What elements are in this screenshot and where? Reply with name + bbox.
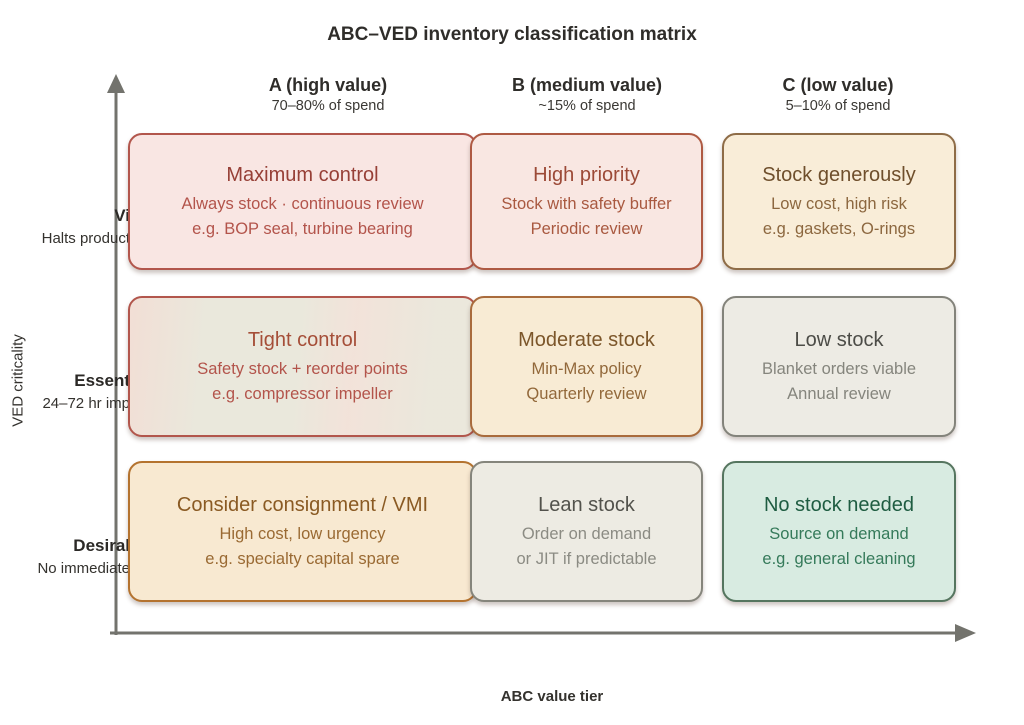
cell-title: Lean stock bbox=[538, 494, 635, 516]
y-axis-arrow-icon bbox=[107, 74, 125, 93]
cell-line: Quarterly review bbox=[526, 385, 647, 403]
cell-title: No stock needed bbox=[763, 494, 915, 516]
cell-line: Min-Max policy bbox=[531, 360, 642, 378]
cell-title: Low stock bbox=[794, 329, 884, 351]
matrix-cell-b-desirable: Lean stock Order on demand or JIT if pre… bbox=[470, 461, 703, 602]
row-label-vital: Vi Halts product bbox=[0, 204, 130, 250]
row-sublabel: 24–72 hr imp bbox=[42, 395, 130, 412]
column-sublabel: 70–80% of spend bbox=[271, 98, 385, 114]
cell-line: e.g. BOP seal, turbine bearing bbox=[192, 220, 413, 238]
matrix-cell-a-vital: Maximum control Always stock · continuou… bbox=[128, 133, 477, 270]
column-header-b: B (medium value) ~15% of spend bbox=[437, 74, 737, 116]
cell-title: Moderate stock bbox=[518, 329, 655, 351]
x-axis-arrow-icon bbox=[955, 624, 976, 642]
cell-title: Stock generously bbox=[762, 164, 916, 186]
row-label-desirable: Desiral No immediate bbox=[0, 534, 130, 580]
cell-title: High priority bbox=[533, 164, 640, 186]
matrix-cell-b-vital: High priority Stock with safety buffer P… bbox=[470, 133, 703, 270]
column-header-c: C (low value) 5–10% of spend bbox=[688, 74, 988, 116]
matrix-cell-b-essential: Moderate stock Min-Max policy Quarterly … bbox=[470, 296, 703, 437]
cell-line: Annual review bbox=[787, 385, 891, 403]
cell-title: Maximum control bbox=[226, 164, 379, 186]
row-sublabel: Halts product bbox=[41, 230, 130, 247]
cell-line: Order on demand bbox=[521, 525, 652, 543]
cell-line: Stock with safety buffer bbox=[501, 195, 672, 213]
matrix-cell-c-vital: Stock generously Low cost, high risk e.g… bbox=[722, 133, 956, 270]
cell-line: Blanket orders viable bbox=[761, 360, 917, 378]
row-name: Vi bbox=[114, 206, 130, 225]
row-label-essential: Essent 24–72 hr imp bbox=[0, 369, 130, 415]
matrix-cell-c-essential: Low stock Blanket orders viable Annual r… bbox=[722, 296, 956, 437]
cell-line: Source on demand bbox=[769, 525, 909, 543]
column-sublabel: 5–10% of spend bbox=[785, 98, 891, 114]
y-axis-label: VED criticality bbox=[9, 334, 27, 427]
column-label: B (medium value) bbox=[511, 75, 663, 95]
cell-line: Always stock · continuous review bbox=[181, 195, 424, 213]
row-name: Essent bbox=[74, 371, 130, 390]
row-name: Desiral bbox=[73, 536, 130, 555]
column-label: A (high value) bbox=[268, 75, 388, 95]
cell-line: Low cost, high risk bbox=[771, 195, 907, 213]
cell-line: High cost, low urgency bbox=[219, 525, 386, 543]
x-axis-label: ABC value tier bbox=[500, 688, 604, 705]
cell-title: Tight control bbox=[247, 329, 358, 351]
column-header-a: A (high value) 70–80% of spend bbox=[178, 74, 478, 116]
cell-line: or JIT if predictable bbox=[516, 550, 657, 568]
cell-line: e.g. general cleaning bbox=[762, 550, 916, 568]
matrix-cell-a-essential: Tight control Safety stock + reorder poi… bbox=[128, 296, 477, 437]
matrix-cell-c-desirable: No stock needed Source on demand e.g. ge… bbox=[722, 461, 956, 602]
diagram-title: ABC–VED inventory classification matrix bbox=[327, 24, 697, 45]
cell-line: Periodic review bbox=[530, 220, 643, 238]
cell-line: e.g. gaskets, O-rings bbox=[762, 220, 916, 238]
column-label: C (low value) bbox=[782, 75, 894, 95]
cell-title: Consider consignment / VMI bbox=[176, 494, 429, 516]
matrix-cell-a-desirable: Consider consignment / VMI High cost, lo… bbox=[128, 461, 477, 602]
column-sublabel: ~15% of spend bbox=[538, 98, 636, 114]
row-sublabel: No immediate bbox=[37, 560, 130, 577]
cell-line: e.g. specialty capital spare bbox=[205, 550, 400, 568]
cell-line: Safety stock + reorder points bbox=[197, 360, 408, 378]
cell-line: e.g. compressor impeller bbox=[212, 385, 393, 403]
